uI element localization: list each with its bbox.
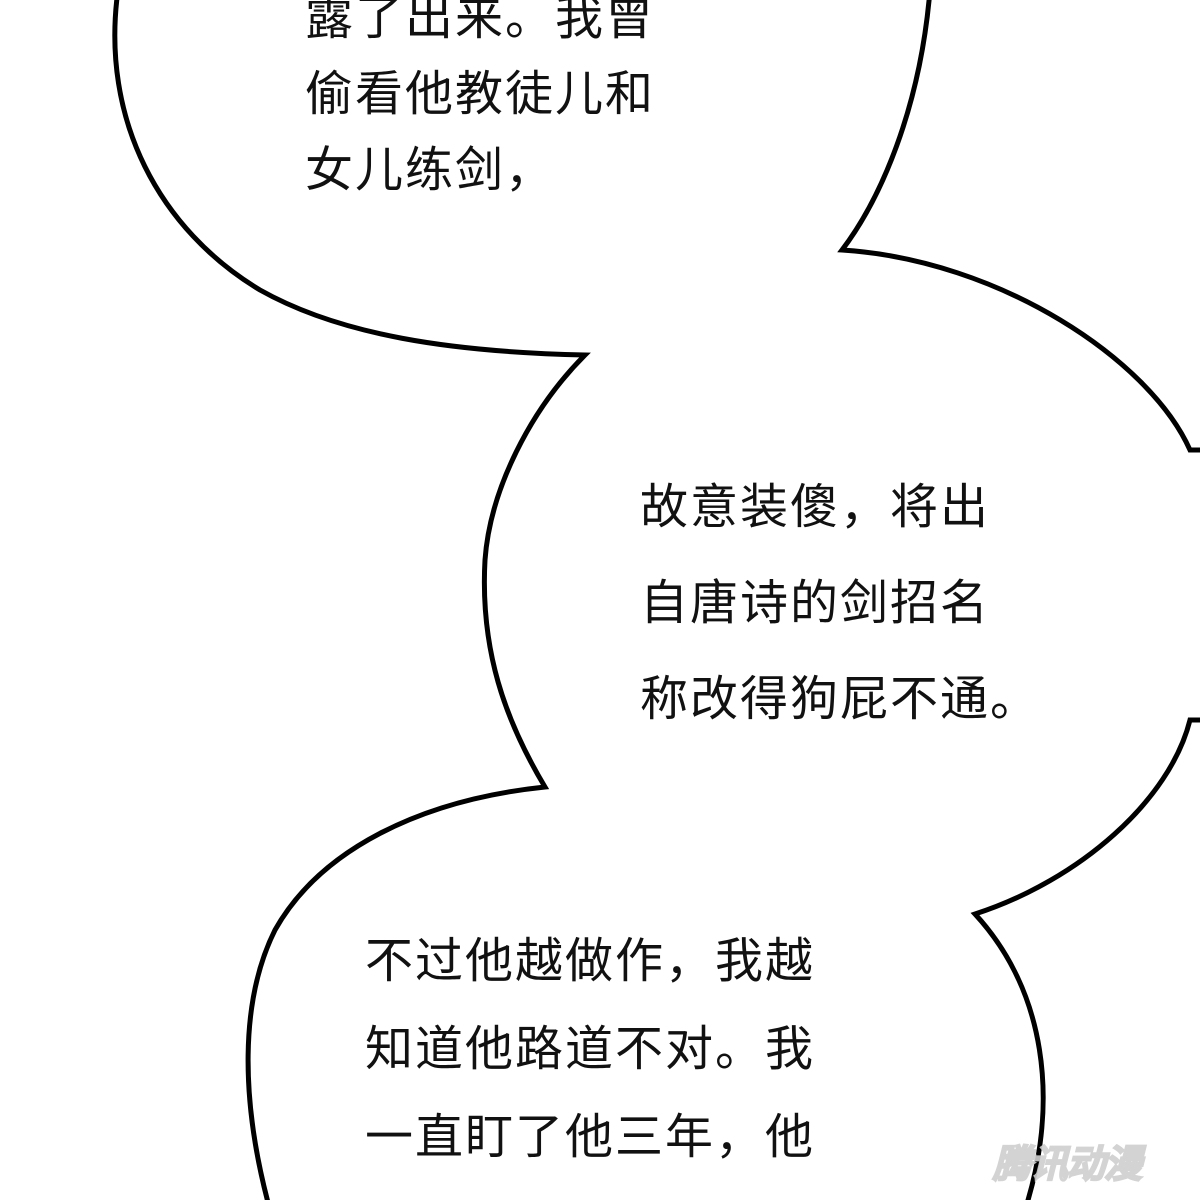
bubble-text-line: 称改得狗屁不通。	[640, 671, 1041, 727]
bubble-text-line: 自唐诗的剑招名	[640, 575, 991, 631]
bubble-text-line: 不过他越做作，我越	[365, 933, 816, 989]
watermark-logo: 腾讯动漫	[992, 1141, 1143, 1187]
speech-bubble-bottom: 不过他越做作，我越 知道他路道不对。我 一直盯了他三年，他	[365, 930, 815, 1194]
speech-bubble-middle: 故意装傻，将出 自唐诗的剑招名 称改得狗屁不通。	[640, 476, 1040, 764]
bubble-text-line: 偷看他教徒儿和	[305, 66, 656, 122]
bubble-text-line: 露了出来。我曾	[305, 0, 656, 46]
bubble-text-line: 知道他路道不对。我	[365, 1021, 816, 1077]
bubble-text-line: 故意装傻，将出	[640, 479, 991, 535]
speech-bubble-top: 露了出来。我曾 偷看他教徒儿和 女儿练剑，	[305, 0, 655, 208]
bubble-text-line: 女儿练剑，	[305, 142, 556, 198]
bubble-text-line: 一直盯了他三年，他	[365, 1109, 816, 1165]
